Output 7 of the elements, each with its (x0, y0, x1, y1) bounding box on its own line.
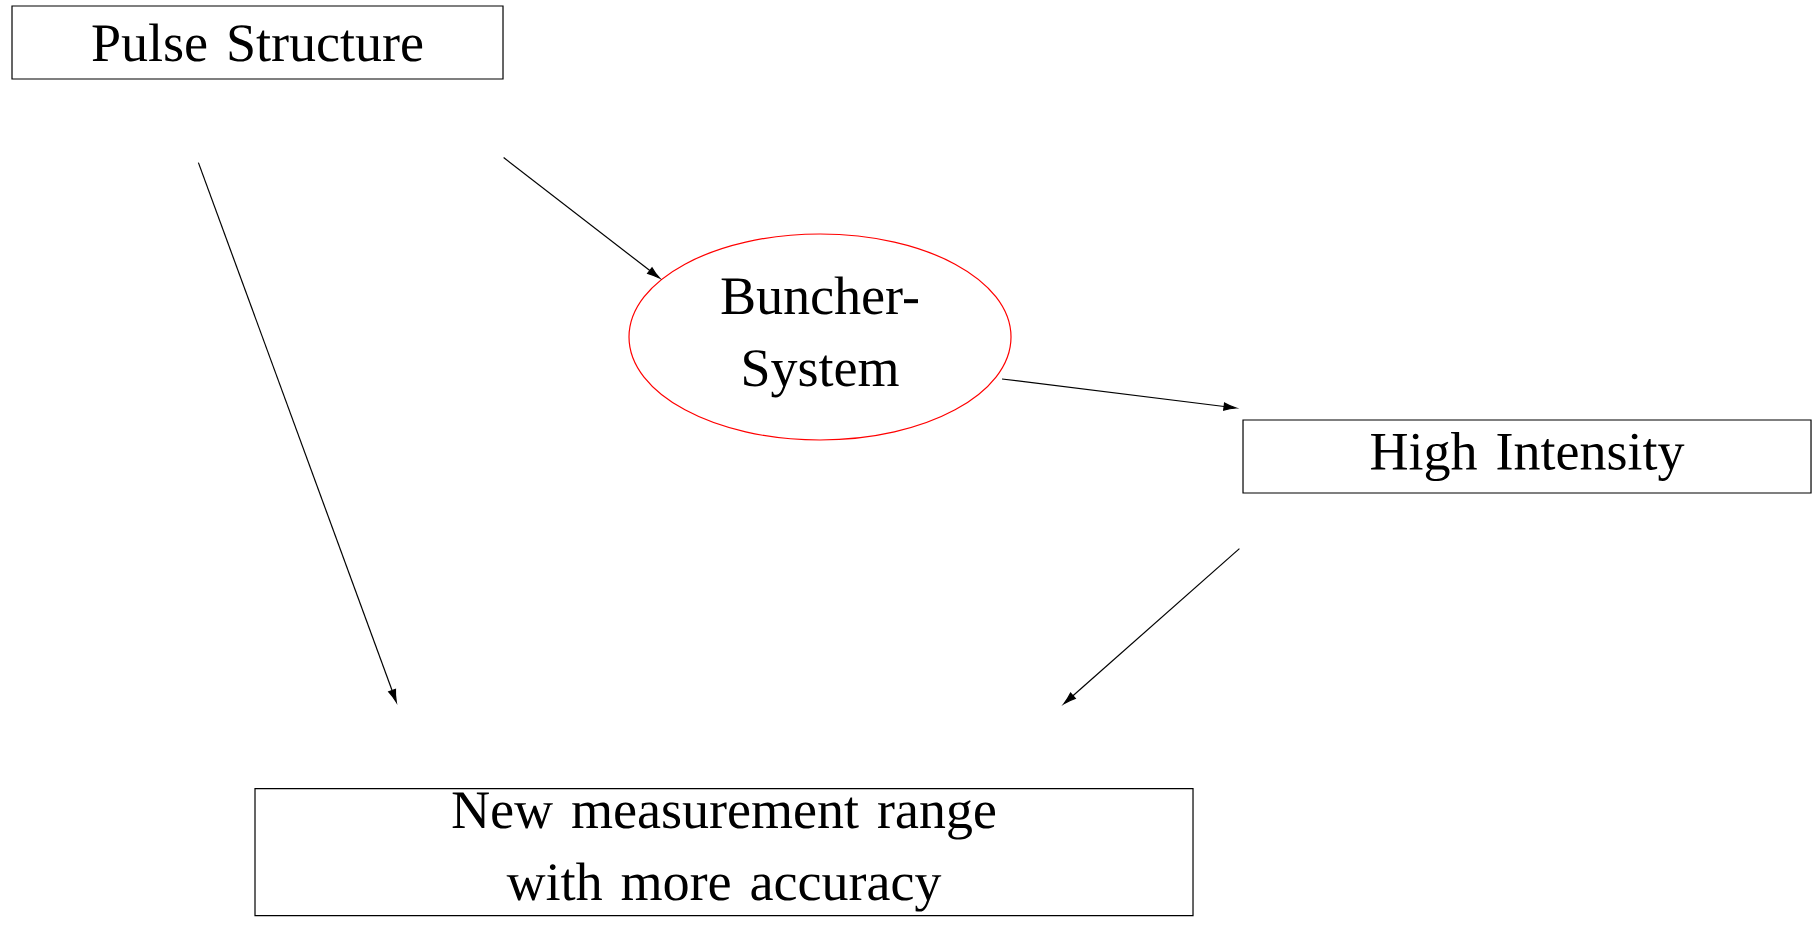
process-box: Pulse Structure (11, 5, 504, 80)
arrow (1001, 378, 1237, 411)
arrow (503, 157, 661, 279)
process-box: High Intensity (1242, 419, 1812, 494)
result-box: New measurement range with more accuracy (254, 788, 1194, 917)
arrow (1063, 548, 1240, 705)
arrow (197, 162, 397, 703)
